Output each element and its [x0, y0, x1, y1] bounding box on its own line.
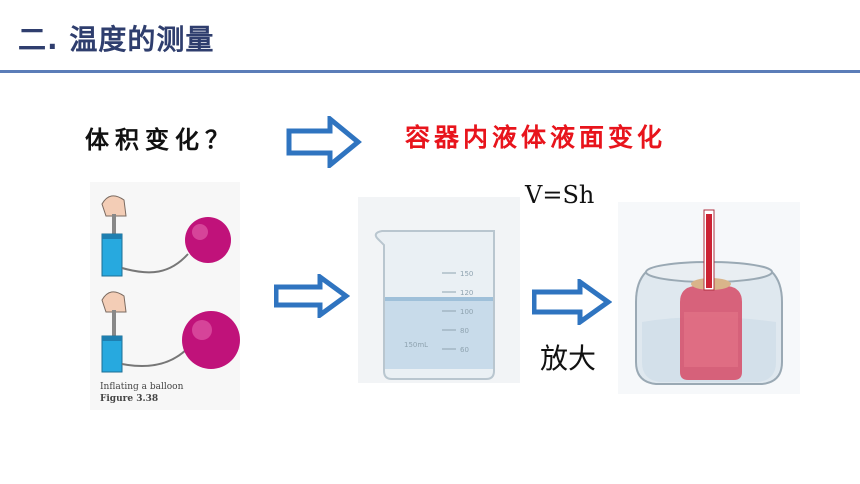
right-arrow-icon	[274, 274, 350, 318]
balloon-pump-figure	[90, 182, 240, 410]
scale-mark: 60	[460, 346, 469, 354]
question-text: 体积变化？	[85, 126, 235, 154]
title-divider	[0, 70, 860, 73]
volume-formula: V=Sh	[525, 181, 595, 209]
magnify-label: 放大	[540, 342, 597, 375]
right-arrow-icon	[532, 279, 612, 325]
scale-mark: 100	[460, 308, 473, 316]
scale-mark: 80	[460, 327, 469, 335]
scale-mark: 120	[460, 289, 473, 297]
beaker-figure: 150 120 100 80 60 150mL	[358, 197, 520, 383]
right-arrow-icon	[286, 116, 362, 168]
slide-title: 二. 温度的测量	[18, 23, 215, 56]
figure-number: Figure 3.38	[100, 394, 159, 404]
scale-mark: 150	[460, 270, 473, 278]
beaker-label: 150mL	[404, 341, 428, 349]
liquid-thermometer-jar-figure	[618, 202, 800, 394]
answer-text: 容器内液体液面变化	[405, 123, 667, 152]
figure-caption: Inflating a balloon	[100, 382, 184, 392]
